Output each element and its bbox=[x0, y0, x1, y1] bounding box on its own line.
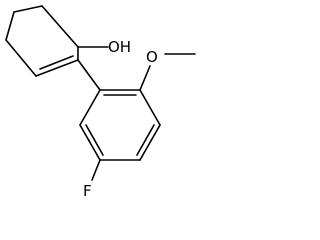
bond-ring-c5-c6 bbox=[35, 59, 79, 77]
bond-ar-c5-c6 bbox=[79, 124, 101, 161]
bond-ar-c3-c4-double bbox=[136, 124, 155, 156]
cyclohexene-ring bbox=[5, 5, 79, 77]
bond-ar-c3-c4 bbox=[139, 124, 161, 161]
bond-ring-c2-c3 bbox=[13, 5, 43, 13]
benzene-ring bbox=[79, 89, 161, 161]
bond-ring-c4-c5 bbox=[5, 39, 37, 77]
bond-ar-c6-c1 bbox=[79, 89, 101, 126]
bond-ar-f bbox=[91, 159, 101, 181]
bond-ring-c5-c6-double bbox=[39, 55, 74, 70]
bond-ar-o bbox=[139, 65, 151, 91]
bond-ring-c3-c4 bbox=[5, 11, 15, 41]
hydroxyl-label: OH bbox=[108, 38, 131, 56]
bond-ring-c1-c2 bbox=[41, 5, 79, 48]
bond-ar-c5-c6-double bbox=[85, 124, 104, 156]
methoxy-oxygen-label: O bbox=[146, 48, 158, 66]
structure-canvas: OH O F bbox=[5, 5, 196, 200]
fluorine-label: F bbox=[83, 182, 92, 200]
molecule-structure: OH O F bbox=[5, 5, 196, 200]
bond-ar-c2-c3 bbox=[139, 89, 161, 126]
bond-c1-aryl bbox=[77, 59, 101, 91]
